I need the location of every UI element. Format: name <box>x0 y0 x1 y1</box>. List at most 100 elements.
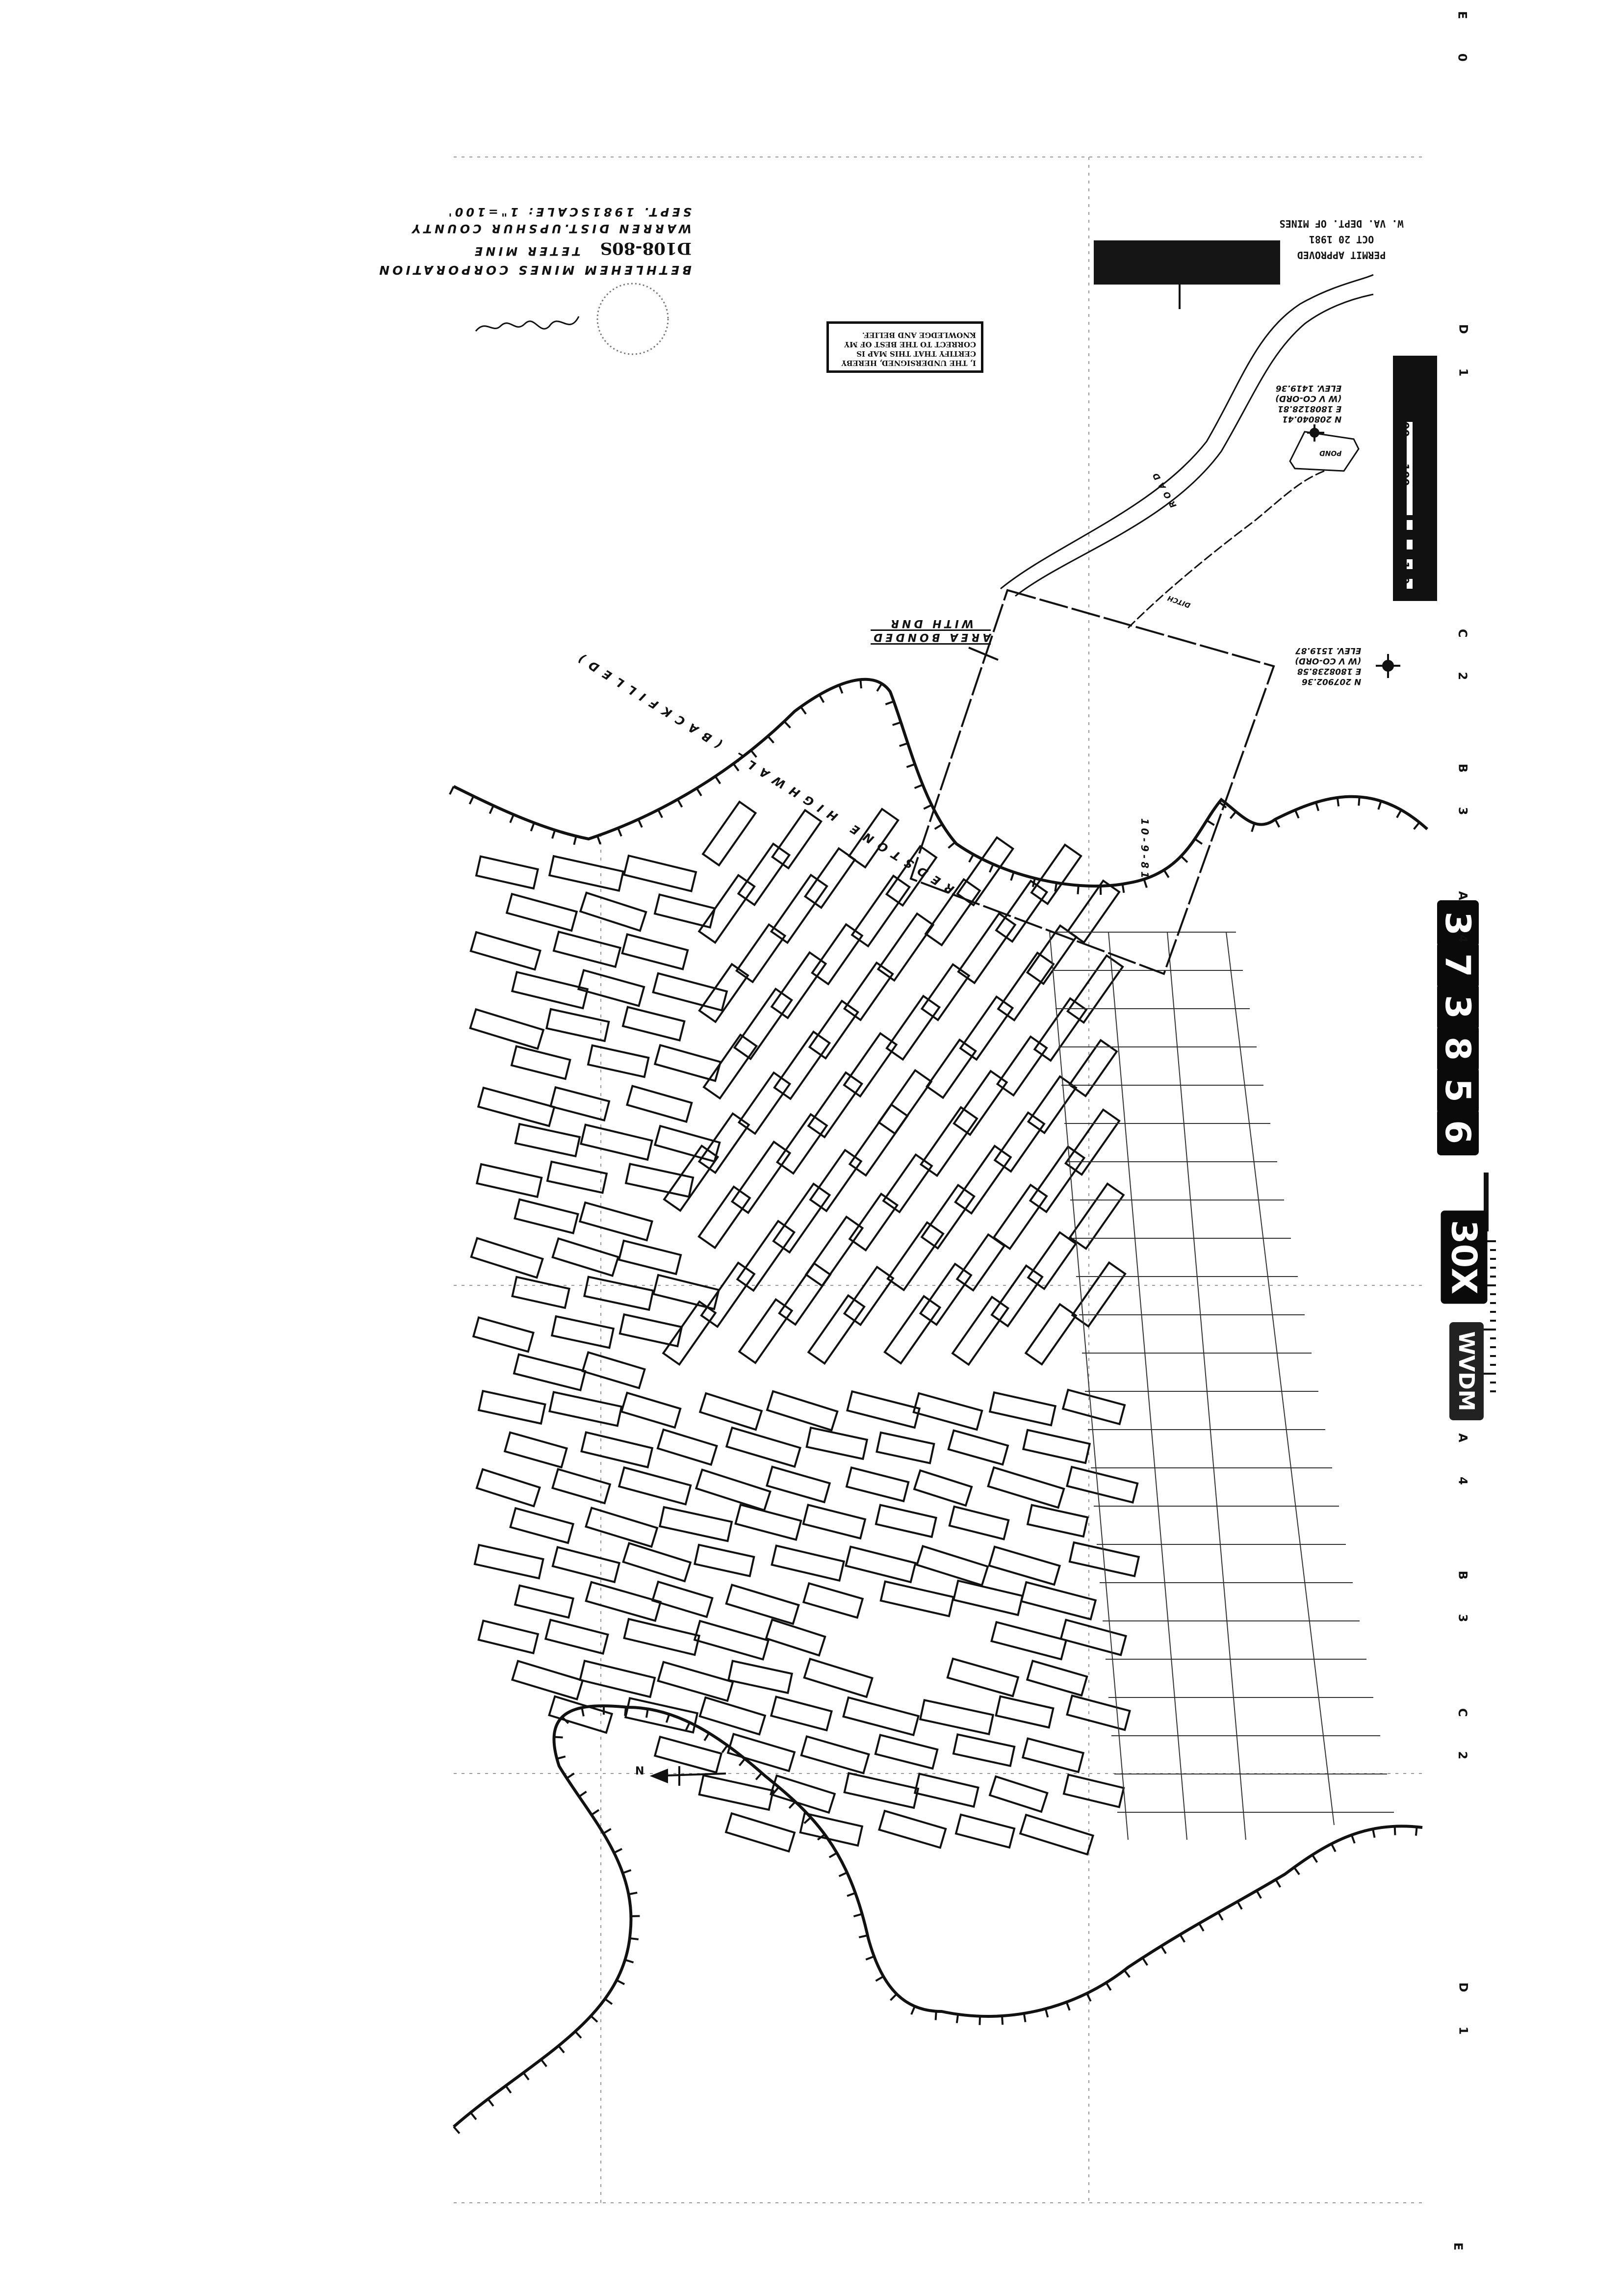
pillar <box>511 1660 584 1701</box>
hachure-tick <box>1415 1826 1418 1836</box>
pillar <box>800 1735 870 1774</box>
hachure-tick <box>914 783 924 789</box>
pillar <box>653 1044 722 1082</box>
pillar <box>807 1071 864 1139</box>
pillar <box>926 1038 977 1099</box>
hachure-tick <box>590 2015 598 2023</box>
permit-approved-text: PERMIT APPROVED <box>1297 249 1386 261</box>
hachure-tick <box>581 1707 585 1717</box>
hachure-tick <box>1218 801 1227 809</box>
survey-monument-icon <box>1307 424 1324 442</box>
hachure-tick <box>603 1828 612 1834</box>
pillar <box>697 1185 751 1250</box>
hachure-tick <box>1160 1945 1167 1955</box>
edge-marker-letter: E <box>1451 2242 1466 2251</box>
hachure-tick <box>1206 819 1215 826</box>
pillar <box>843 961 894 1021</box>
highwall-line-lower <box>453 1704 1423 2128</box>
pillar <box>996 1035 1048 1097</box>
hachure-tick <box>665 1714 670 1723</box>
hachure-tick <box>522 2072 530 2081</box>
pillar <box>697 1112 750 1174</box>
pillar <box>469 931 541 971</box>
pillar <box>1029 1145 1086 1214</box>
pillar <box>1062 1774 1125 1808</box>
pillar <box>514 1584 575 1619</box>
pillar <box>916 1545 989 1587</box>
pillar <box>956 836 1015 907</box>
survey-monument-icon <box>1376 654 1400 678</box>
pillar <box>954 1145 1012 1215</box>
hachure-tick <box>858 1934 868 1938</box>
pillar <box>1027 1231 1078 1290</box>
area-bonded-label: AREA BONDED WITH DNR <box>871 617 991 645</box>
edge-marker-number: 3 <box>1456 1614 1470 1622</box>
pillar <box>1066 1465 1139 1504</box>
pillar <box>811 923 864 986</box>
elevation: ELEV. 1519.87 <box>1295 646 1362 655</box>
hachure-tick <box>637 819 643 828</box>
film-digit: 5 <box>1437 1067 1479 1114</box>
pillar <box>1064 1108 1121 1176</box>
pillar <box>545 1008 610 1043</box>
film-digit: 3 <box>1437 984 1479 1030</box>
pillar <box>618 1313 683 1348</box>
grid-line <box>1167 932 1246 1840</box>
pillar <box>509 1507 575 1544</box>
edge-marker-number: 1 <box>1456 368 1470 377</box>
edge-marker: D1 <box>1456 1983 1470 2035</box>
pillar <box>697 874 756 944</box>
hachure-tick <box>818 694 825 703</box>
hachure-tick <box>1031 878 1036 887</box>
hachure-tick <box>892 721 901 726</box>
hachure-tick <box>847 1892 856 1897</box>
pillar <box>886 1221 945 1292</box>
certification-text: I, THE UNDERSIGNED, HEREBY CERTIFY THAT … <box>841 331 977 367</box>
pillar <box>1033 997 1088 1062</box>
datum: (W V CO-ORD) <box>1275 393 1342 403</box>
hachure-tick <box>853 1913 863 1918</box>
pillar <box>1068 1039 1118 1097</box>
pillar <box>623 1618 701 1656</box>
pillar <box>879 1580 955 1618</box>
pillar <box>477 1619 540 1655</box>
pillar <box>770 1774 836 1814</box>
mine-name: TETER MINE <box>471 244 581 258</box>
pillar <box>698 1696 767 1736</box>
pillar <box>624 1163 695 1198</box>
pillar <box>953 1070 1008 1136</box>
edge-marker-number: 2 <box>1456 672 1470 680</box>
film-digit: 6 <box>1437 1109 1479 1155</box>
hachure-tick <box>1065 2002 1071 2011</box>
pillar <box>803 847 856 909</box>
pillar <box>1024 1303 1078 1366</box>
pillar <box>580 1431 654 1469</box>
hachure-tick <box>1330 1843 1337 1852</box>
hachure-tick <box>738 1758 746 1767</box>
hachure-tick <box>1413 822 1420 830</box>
hachure-tick <box>1336 797 1340 807</box>
edge-marker-letter: B <box>1456 1570 1470 1580</box>
edge-marker: A4 <box>1456 891 1470 942</box>
pillar <box>551 1237 619 1277</box>
hachure-tick <box>628 1891 638 1896</box>
pillar <box>951 1295 1010 1366</box>
north-label: N <box>635 1765 644 1777</box>
hachure-tick <box>788 1801 796 1809</box>
hachure-tick <box>906 763 916 768</box>
pillar <box>988 1775 1049 1813</box>
pillar <box>585 1581 662 1622</box>
engineer-seal <box>596 283 669 355</box>
easting: E 1808238.58 <box>1297 666 1362 676</box>
pillar <box>698 1774 774 1811</box>
mine-workings <box>469 800 1140 1856</box>
pillar <box>702 1033 758 1100</box>
pillar <box>477 1389 546 1425</box>
pillar <box>544 1618 609 1655</box>
pillar <box>807 1294 866 1365</box>
hachure-tick <box>988 863 994 873</box>
pillar <box>578 1201 653 1242</box>
scale-tick: 0 <box>1395 516 1408 524</box>
pillar <box>1030 843 1082 906</box>
pillar <box>997 951 1055 1022</box>
